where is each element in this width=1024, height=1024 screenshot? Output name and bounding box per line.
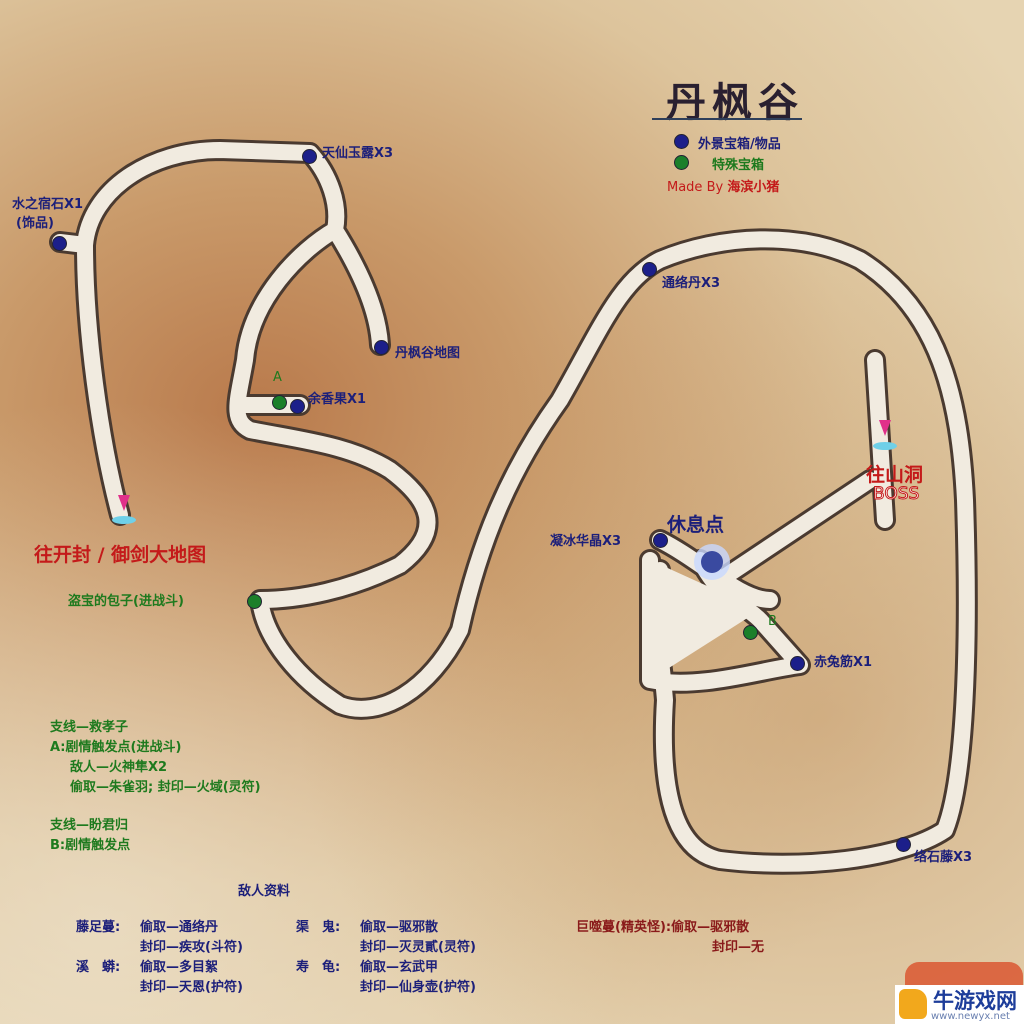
enemy-entry: 溪 蟒: 偷取—多目絮 封印—天恩(护符) <box>76 958 243 998</box>
label-luoshi: 络石藤X3 <box>914 850 973 865</box>
enemies-heading: 敌人资料 <box>238 884 291 899</box>
marker-chest <box>290 399 305 414</box>
marker-chest <box>790 656 805 671</box>
enemy-entry: 藤足蔓: 偷取—通络丹 封印—疾攻(斗符) <box>76 918 243 958</box>
watermark-url: www.newyx.net <box>931 1011 1010 1022</box>
marker-special <box>247 594 262 609</box>
teleport-icon-left <box>112 495 136 524</box>
enemy-name: 藤足蔓: <box>76 920 121 935</box>
label-shuizhi: 水之宿石X1 <box>12 197 84 212</box>
quest1-title: 支线—救孝子 <box>50 720 129 735</box>
enemy-steal: 偷取—通络丹 <box>140 920 219 935</box>
marker-chest <box>52 236 67 251</box>
enemy-name: 巨噬蔓(精英怪): <box>576 920 672 935</box>
title-divider <box>652 118 802 120</box>
enemy-steal: 偷取—驱邪散 <box>671 920 750 935</box>
marker-chest <box>642 262 657 277</box>
exit-left-label[interactable]: 往开封 / 御剑大地图 <box>34 544 207 566</box>
marker-chest <box>374 340 389 355</box>
enemy-seal: 封印—天恩(护符) <box>140 980 243 995</box>
elite-enemy-entry: 巨噬蔓(精英怪):偷取—驱邪散 封印—无 <box>576 918 764 958</box>
enemy-seal: 封印—灭灵貳(灵符) <box>360 940 476 955</box>
label-tongluo: 通络丹X3 <box>662 276 721 291</box>
enemy-entry: 寿 龟: 偷取—玄武甲 封印—仙身壶(护符) <box>296 958 476 998</box>
legend-item-special: 特殊宝箱 <box>712 158 765 173</box>
enemy-steal: 偷取—多目絮 <box>140 960 219 975</box>
label-b: B <box>768 614 777 629</box>
label-a: A <box>273 370 282 385</box>
enemy-seal: 封印—疾攻(斗符) <box>140 940 243 955</box>
enemy-seal: 封印—无 <box>712 940 765 955</box>
label-ningbing: 凝冰华晶X3 <box>550 534 622 549</box>
rest-point-icon <box>694 544 730 580</box>
marker-chest <box>653 533 668 548</box>
enemy-name: 渠 鬼: <box>296 920 341 935</box>
quest1-line: 偷取—朱雀羽; 封印—火域(灵符) <box>70 780 261 795</box>
marker-chest <box>896 837 911 852</box>
quest1-notes: 支线—救孝子 A:剧情触发点(进战斗) 敌人—火神隼X2 偷取—朱雀羽; 封印—… <box>50 718 261 798</box>
quest1-line: A:剧情触发点(进战斗) <box>50 740 182 755</box>
watermark-logo: 牛游戏网 www.newyx.net <box>895 985 1024 1024</box>
enemy-name: 寿 龟: <box>296 960 341 975</box>
exit-right-label[interactable]: 往山洞 <box>866 464 924 486</box>
teleport-icon-right <box>873 420 897 450</box>
thumbs-up-icon <box>899 989 927 1019</box>
enemy-steal: 偷取—驱邪散 <box>360 920 439 935</box>
quest2-notes: 支线—盼君归 B:剧情触发点 <box>50 816 130 856</box>
legend-green-dot <box>674 155 689 170</box>
label-daobao: 盗宝的包子(进战斗) <box>68 594 184 609</box>
credit: Made By 海滨小猪 <box>667 176 779 195</box>
enemy-seal: 封印—仙身壶(护符) <box>360 980 476 995</box>
label-tianxian: 天仙玉露X3 <box>322 146 394 161</box>
label-rest-point: 休息点 <box>667 514 725 536</box>
enemy-steal: 偷取—玄武甲 <box>360 960 439 975</box>
legend-blue-dot <box>674 134 689 149</box>
quest2-line: B:剧情触发点 <box>50 838 131 853</box>
label-shuizhi-sub: (饰品) <box>16 216 54 231</box>
enemy-entry: 渠 鬼: 偷取—驱邪散 封印—灭灵貳(灵符) <box>296 918 476 958</box>
label-chitu: 赤兔筋X1 <box>814 655 873 670</box>
quest2-title: 支线—盼君归 <box>50 818 129 833</box>
marker-special-b <box>743 625 758 640</box>
credit-author: 海滨小猪 <box>727 180 780 195</box>
watermark-name: 牛游戏网 <box>933 989 1017 1013</box>
enemy-name: 溪 蟒: <box>76 960 121 975</box>
legend-item-chest: 外景宝箱/物品 <box>698 137 781 152</box>
boss-label: BOSS <box>872 484 920 505</box>
credit-prefix: Made By <box>667 180 724 195</box>
marker-special-a <box>272 395 287 410</box>
label-danfeng-map: 丹枫谷地图 <box>395 346 461 361</box>
marker-chest <box>302 149 317 164</box>
label-yuxiang: 余香果X1 <box>308 392 367 407</box>
quest1-line: 敌人—火神隼X2 <box>70 760 168 775</box>
